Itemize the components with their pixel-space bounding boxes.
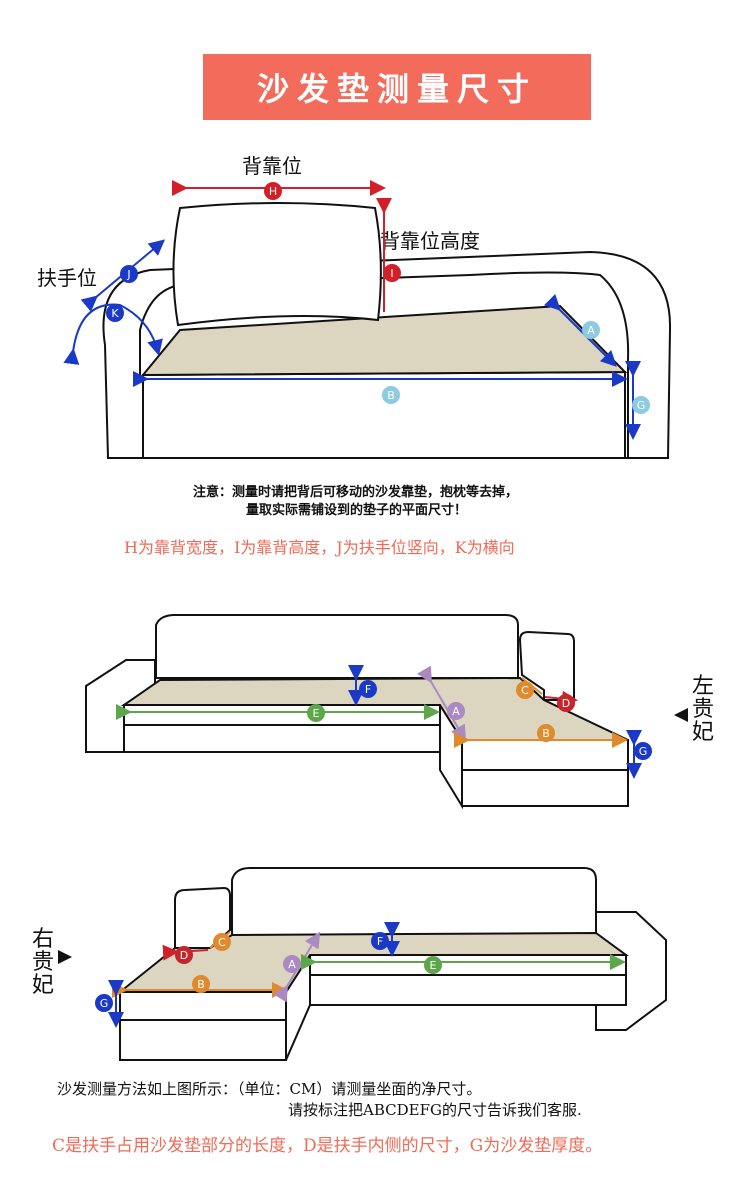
footer-line-2: 请按标注把ABCDEFG的尺寸告诉我们客服. [288, 1101, 582, 1119]
sofa2-back [155, 614, 519, 679]
marker-j-circle [120, 265, 138, 283]
marker-a-circle [582, 321, 600, 339]
marker-f-circle [371, 932, 389, 950]
sofa3-left-arm [174, 886, 231, 949]
sofa1-seat-front [142, 370, 626, 459]
marker-i-circle [383, 264, 401, 282]
sofa3-back [231, 867, 597, 936]
marker-b-circle [192, 975, 210, 993]
sofa-diagram-1 [102, 202, 672, 459]
marker-a-label: A [452, 705, 460, 718]
right-arrow-icon [58, 950, 72, 964]
note-line-2: 量取实际需铺设到的垫子的平面尺寸！ [246, 503, 468, 518]
marker-circles: H I J K A B G F E A C D B G D C B G A F E [95, 182, 652, 1012]
marker-e-label: E [430, 959, 437, 972]
marker-d-circle [557, 694, 575, 712]
marker-e-label: E [313, 707, 320, 720]
marker-b-label: B [197, 978, 205, 991]
sofa1-pillow [172, 202, 382, 327]
marker-a-circle [447, 702, 465, 720]
marker-e-circle [307, 704, 325, 722]
marker-f-circle [359, 680, 377, 698]
marker-a-label: A [288, 958, 296, 971]
marker-g-circle [634, 742, 652, 760]
side-label-left-chaise: 左 贵 妃 [691, 674, 714, 745]
sofa2-chaise-front [461, 739, 629, 807]
side-label-right-chaise: 右 贵 妃 [31, 927, 54, 998]
marker-b-circle [537, 724, 555, 742]
footer-line-1: 沙发测量方法如上图所示：（单位：CM）请测量坐面的净尺寸。 [57, 1080, 482, 1098]
marker-i-label: I [390, 267, 393, 280]
page-title-banner: 沙发垫测量尺寸 [203, 54, 591, 120]
marker-g-label: G [100, 997, 109, 1010]
marker-a-label: A [587, 324, 595, 337]
marker-g-circle [632, 396, 650, 414]
marker-g-circle [95, 994, 113, 1012]
marker-j-label: J [126, 268, 130, 281]
marker-b-label: B [542, 727, 550, 740]
marker-d-circle [175, 946, 193, 964]
footer-line-3: C是扶手占用沙发垫部分的长度，D是扶手内侧的尺寸，G为沙发垫厚度。 [52, 1136, 603, 1156]
marker-h-circle [264, 182, 282, 200]
marker-c-circle [213, 933, 231, 951]
measure-K-arc [63, 303, 163, 365]
marker-e-circle [424, 956, 442, 974]
label-backrest-height: 背靠位高度 [380, 229, 480, 253]
sofa-diagram-3 [117, 867, 667, 1061]
page-title: 沙发垫测量尺寸 [256, 70, 537, 108]
sofa-diagram-2 [85, 614, 629, 810]
left-arrow-icon [674, 708, 688, 722]
marker-h-label: H [269, 185, 277, 198]
marker-c-label: C [218, 936, 226, 949]
legend-HIJK: H为靠背宽度，I为靠背高度，J为扶手位竖向，K为横向 [124, 538, 515, 557]
marker-k-label: K [111, 307, 119, 320]
marker-f-label: F [377, 935, 383, 948]
marker-k-circle [106, 304, 124, 322]
marker-g-label: G [637, 399, 646, 412]
measure2-A-line [417, 665, 467, 742]
sofa2-right-arm [518, 630, 575, 701]
marker-d-label: D [562, 697, 570, 710]
marker-d-label: D [180, 949, 188, 962]
sofa3-chaise-front [119, 991, 287, 1061]
marker-g-label: G [639, 745, 648, 758]
label-backrest: 背靠位 [242, 154, 302, 178]
marker-f-label: F [365, 683, 371, 696]
marker-b-circle [382, 386, 400, 404]
marker-b-label: B [387, 389, 395, 402]
marker-c-label: C [521, 684, 529, 697]
marker-c-circle [516, 681, 534, 699]
marker-a-circle [283, 955, 301, 973]
note-line-1: 注意：测量时请把背后可移动的沙发靠垫，抱枕等去掉， [193, 485, 519, 500]
